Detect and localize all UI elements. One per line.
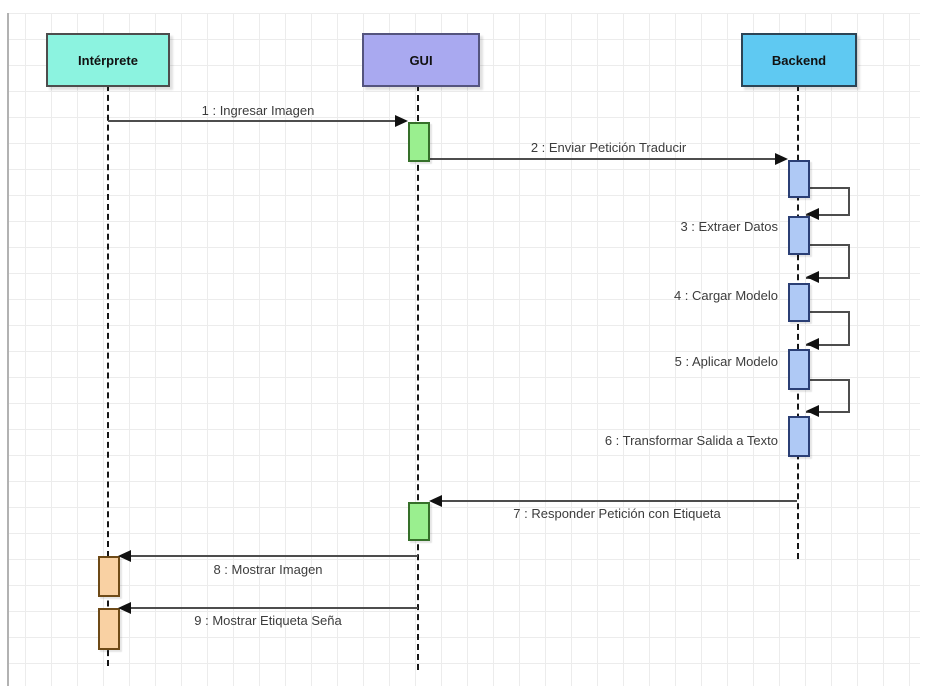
message-2-label[interactable]: 2 : Enviar Petición Traducir [530, 140, 687, 155]
message-5-self-loop[interactable] [806, 311, 850, 346]
activation-interprete-1[interactable] [98, 556, 120, 597]
message-5-label[interactable]: 5 : Aplicar Modelo [674, 354, 778, 369]
actor-backend[interactable]: Backend [741, 33, 857, 87]
lifeline-gui [417, 85, 419, 670]
message-4-label[interactable]: 4 : Cargar Modelo [673, 288, 778, 303]
message-4-self-loop[interactable] [806, 244, 850, 279]
message-8-arrowhead-icon [118, 550, 131, 562]
message-2-line[interactable] [429, 158, 777, 160]
message-9-label[interactable]: 9 : Mostrar Etiqueta Seña [194, 613, 342, 628]
lifeline-backend [797, 85, 799, 559]
activation-backend-1[interactable] [788, 160, 810, 198]
message-2-arrowhead-icon [775, 153, 788, 165]
message-7-line[interactable] [441, 500, 797, 502]
message-1-line[interactable] [108, 120, 398, 122]
lifeline-interprete [107, 85, 109, 666]
message-7-label[interactable]: 7 : Responder Petición con Etiqueta [513, 506, 721, 521]
message-9-line[interactable] [130, 607, 418, 609]
actor-interprete-label: Intérprete [78, 52, 138, 68]
message-3-arrowhead-icon [806, 208, 819, 220]
message-3-self-loop[interactable] [806, 187, 850, 216]
activation-backend-4[interactable] [788, 349, 810, 390]
activation-interprete-2[interactable] [98, 608, 120, 650]
actor-gui[interactable]: GUI [362, 33, 480, 87]
activation-backend-3[interactable] [788, 283, 810, 322]
grid-background [8, 13, 920, 686]
actor-interprete[interactable]: Intérprete [46, 33, 170, 87]
message-6-self-loop[interactable] [806, 379, 850, 413]
page-edge-line [7, 13, 9, 686]
actor-backend-label: Backend [771, 52, 827, 68]
activation-backend-5[interactable] [788, 416, 810, 457]
message-1-arrowhead-icon [395, 115, 408, 127]
message-9-arrowhead-icon [118, 602, 131, 614]
message-7-arrowhead-icon [429, 495, 442, 507]
activation-gui-2[interactable] [408, 502, 430, 541]
message-3-label[interactable]: 3 : Extraer Datos [680, 219, 778, 234]
message-8-label[interactable]: 8 : Mostrar Imagen [213, 562, 323, 577]
message-8-line[interactable] [130, 555, 418, 557]
activation-backend-2[interactable] [788, 216, 810, 255]
message-4-arrowhead-icon [806, 271, 819, 283]
activation-gui-1[interactable] [408, 122, 430, 162]
message-1-label[interactable]: 1 : Ingresar Imagen [201, 103, 315, 118]
message-6-label[interactable]: 6 : Transformar Salida a Texto [604, 433, 778, 448]
actor-gui-label: GUI [409, 52, 433, 68]
message-5-arrowhead-icon [806, 338, 819, 350]
message-6-arrowhead-icon [806, 405, 819, 417]
